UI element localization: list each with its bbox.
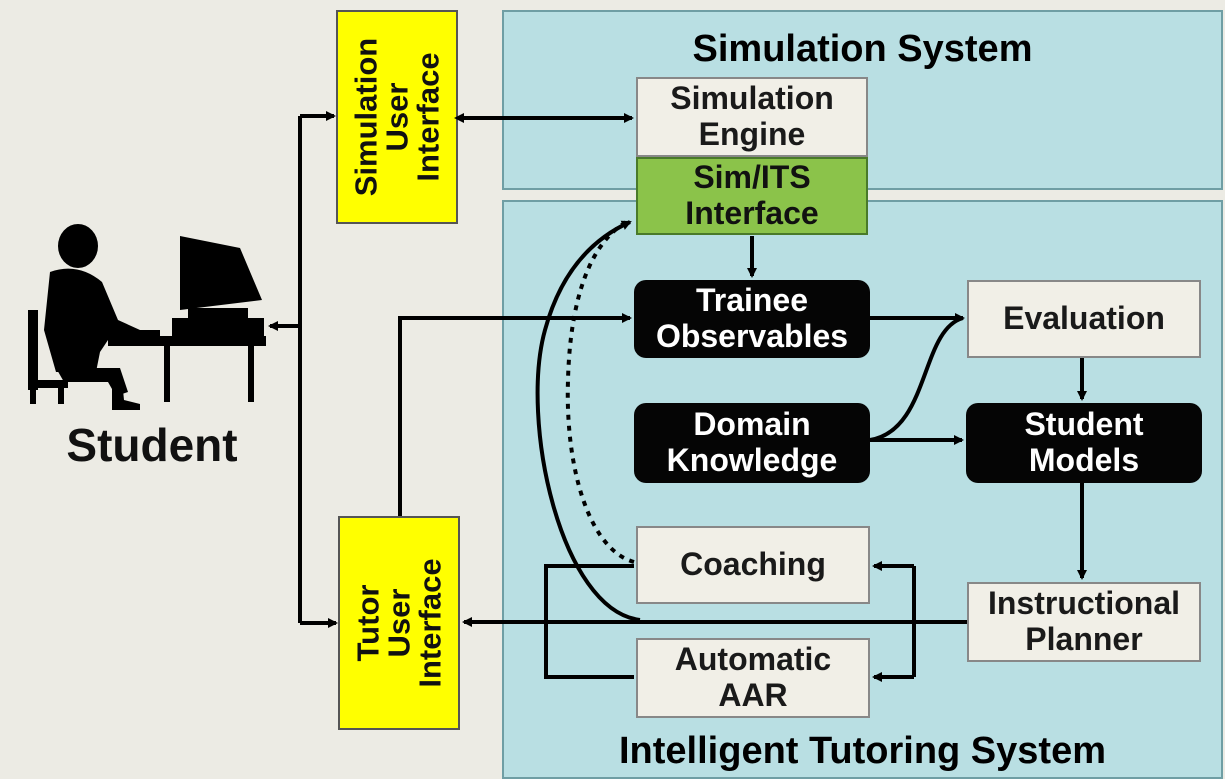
automatic-aar-box: Automatic AAR [636,638,870,718]
tutor-user-interface: Tutor User Interface [338,516,460,730]
sim-its-interface-box: Sim/ITS Interface [636,157,868,235]
student-at-computer-icon [28,224,266,410]
student-label: Student [66,419,238,471]
evaluation-box: Evaluation [967,280,1201,358]
student-models-box: Student Models [966,403,1202,483]
trainee-observables-box: Trainee Observables [634,280,870,358]
simulation-engine-box: Simulation Engine [636,77,868,157]
coaching-box: Coaching [636,526,870,604]
domain-knowledge-box: Domain Knowledge [634,403,870,483]
its-title: Intelligent Tutoring System [619,730,1106,772]
simulation-system-title: Simulation System [692,28,1033,70]
instructional-planner-box: Instructional Planner [967,582,1201,662]
